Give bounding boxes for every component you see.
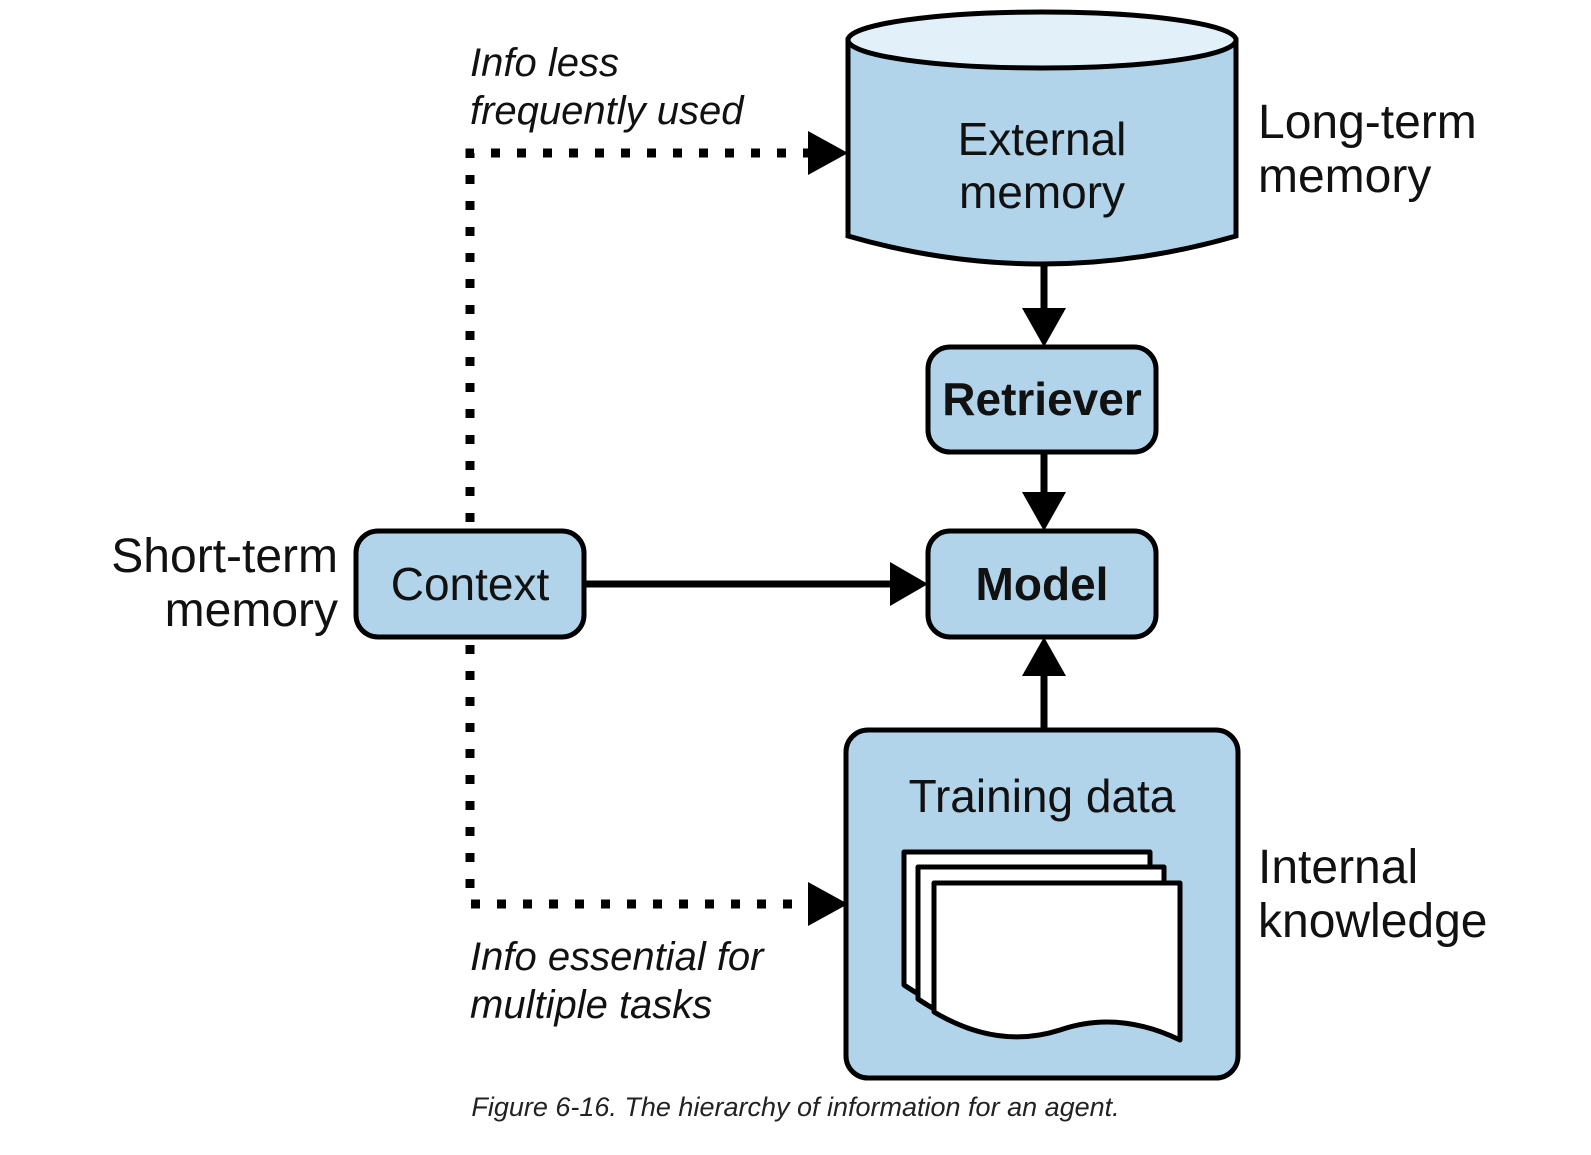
long-term-memory-label-line2: memory xyxy=(1258,150,1431,203)
model-node: Model xyxy=(925,528,1159,640)
arrowhead-training-to-model xyxy=(1022,637,1066,676)
context-node: Context xyxy=(353,528,587,640)
dotted-connector-bottom xyxy=(465,645,808,909)
training-data-node: Training data xyxy=(843,727,1241,1081)
cylinder-top xyxy=(845,9,1239,71)
long-term-memory-label-line1: Long-term xyxy=(1258,96,1477,149)
cylinder-body xyxy=(845,37,1239,267)
info-essential-label-line1: Info essential for xyxy=(470,935,765,979)
arrowhead-to-retriever xyxy=(1022,308,1066,347)
arrowhead-to-training-data xyxy=(808,882,848,926)
context-label: Context xyxy=(391,558,550,610)
arrowhead-context-to-model xyxy=(890,562,928,606)
info-less-frequent-label-line1: Info less xyxy=(470,41,619,85)
figure-caption: Figure 6-16. The hierarchy of informatio… xyxy=(471,1092,1120,1122)
short-term-memory-label-line2: memory xyxy=(165,584,338,637)
external-memory-label-line1: External xyxy=(958,113,1127,165)
external-memory-label-line2: memory xyxy=(959,166,1125,218)
internal-knowledge-label-line1: Internal xyxy=(1258,841,1418,894)
arrowhead-to-external-memory xyxy=(808,131,848,175)
document-stack-icon xyxy=(901,849,1183,1043)
internal-knowledge-label-line2: knowledge xyxy=(1258,895,1488,948)
info-essential-label-line2: multiple tasks xyxy=(470,983,712,1027)
training-data-label: Training data xyxy=(909,770,1176,822)
external-memory-node: External memory xyxy=(845,9,1239,267)
short-term-memory-label-line1: Short-term xyxy=(111,530,338,583)
model-label: Model xyxy=(976,558,1109,610)
dotted-connector-top xyxy=(465,148,808,522)
retriever-label: Retriever xyxy=(942,373,1142,425)
arrowhead-retriever-to-model xyxy=(1022,492,1066,531)
retriever-node: Retriever xyxy=(925,344,1159,455)
info-less-frequent-label-line2: frequently used xyxy=(470,89,745,133)
